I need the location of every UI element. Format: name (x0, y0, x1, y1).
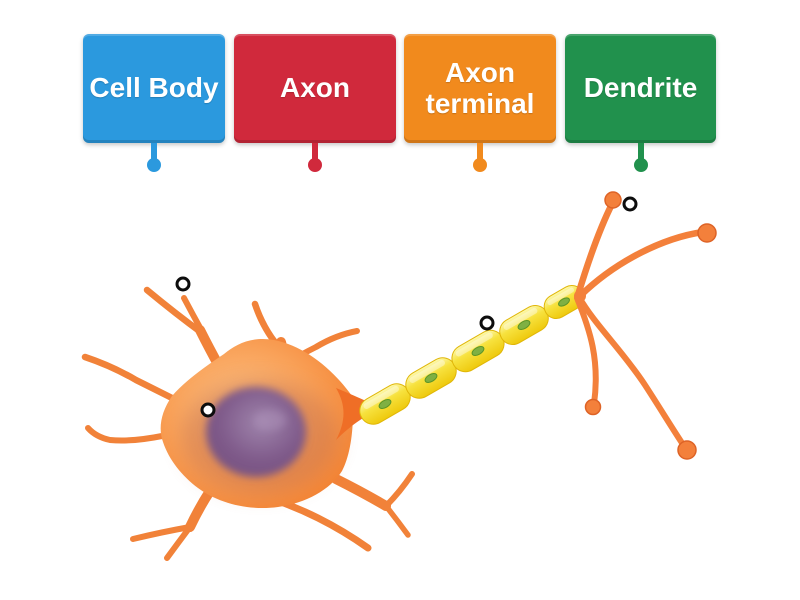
terminal-boutons (584, 191, 717, 460)
label-text: Axon terminal (425, 56, 535, 119)
myelin-sheath (359, 285, 585, 425)
label-card-dendrite[interactable]: Dendrite (565, 34, 716, 172)
label-text: Cell Body (89, 72, 219, 104)
nucleus-highlight (254, 410, 286, 430)
pin-dot-icon (473, 158, 487, 172)
dendrites (81, 286, 415, 561)
pin-stem (151, 143, 157, 159)
answer-spot-dendrite[interactable] (175, 276, 191, 292)
answer-spot-axon[interactable] (479, 315, 495, 331)
label-card-axon-terminal[interactable]: Axon terminal (404, 34, 556, 172)
label-card-axon[interactable]: Axon (234, 34, 396, 172)
nucleus-halo (182, 380, 338, 494)
label-text: Dendrite (583, 72, 698, 104)
soma (160, 338, 353, 509)
label-text: Axon (280, 72, 350, 104)
nucleus (206, 387, 306, 477)
pin-stem (312, 143, 318, 159)
axon-core (374, 292, 582, 412)
pin-dot-icon (308, 158, 322, 172)
axon-hillock (336, 388, 382, 440)
answer-spot-axon-terminal[interactable] (622, 196, 638, 212)
answer-spot-cell-body[interactable] (200, 402, 216, 418)
axon-terminal (574, 200, 707, 449)
pin-stem (477, 143, 483, 159)
label-card-cell-body[interactable]: Cell Body (83, 34, 225, 172)
pin-dot-icon (147, 158, 161, 172)
pin-dot-icon (633, 158, 648, 172)
pin-stem (637, 143, 644, 159)
